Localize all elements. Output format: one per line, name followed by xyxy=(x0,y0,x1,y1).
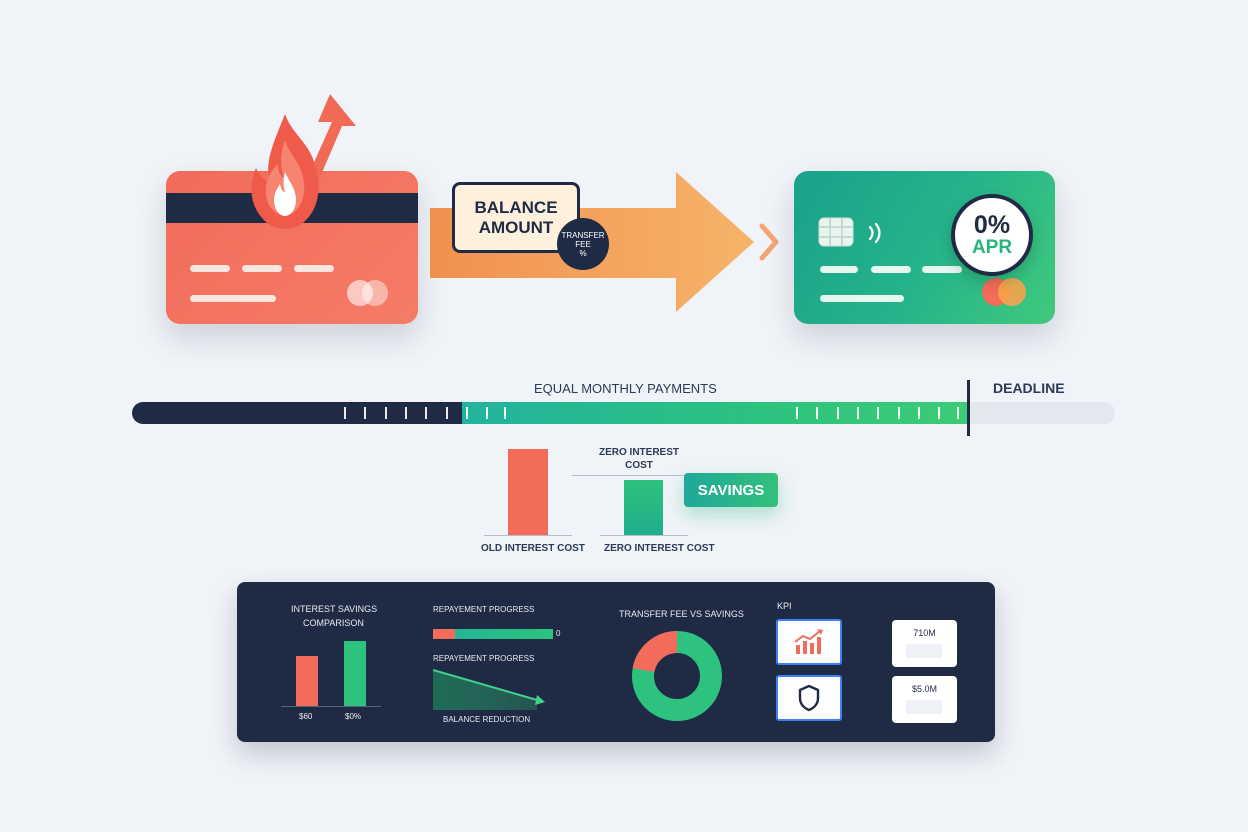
zero-interest-bar xyxy=(624,480,663,535)
summary-dashboard: INTEREST SAVINGS COMPARISON $60 $0% REPA… xyxy=(237,582,995,742)
card-number-line xyxy=(922,266,962,273)
kpi-value-tile-2: $5.0M xyxy=(892,676,957,723)
timeline-tick xyxy=(938,407,940,419)
kpi-value-1: 710M xyxy=(913,628,936,638)
timeline-tick xyxy=(504,407,506,419)
zero-interest-top-label-line1: ZERO INTEREST xyxy=(599,447,680,458)
timeline-tick xyxy=(898,407,900,419)
apr-label: APR xyxy=(971,236,1013,258)
card-number-line xyxy=(294,265,334,272)
card-number-line xyxy=(820,266,858,273)
old-bar-baseline xyxy=(484,535,572,536)
deadline-marker xyxy=(967,380,970,436)
bar-chart-up-icon xyxy=(794,629,823,654)
timeline-tick xyxy=(405,407,407,419)
deadline-label: DEADLINE xyxy=(993,380,1065,396)
repayment-progress-title: REPAYEMENT PROGRESS xyxy=(433,605,535,614)
zero-bar-baseline xyxy=(600,535,688,536)
contactless-icon xyxy=(868,222,881,244)
card-number-line xyxy=(242,265,282,272)
shield-icon xyxy=(798,684,820,712)
timeline-tick xyxy=(385,407,387,419)
timeline-tick xyxy=(344,407,346,419)
kpi-value-placeholder-bar xyxy=(906,700,942,714)
old-interest-label: OLD INTEREST COST xyxy=(481,543,585,554)
savings-value-new: $0% xyxy=(345,712,362,721)
timeline-tick xyxy=(816,407,818,419)
timeline-tick xyxy=(425,407,427,419)
fee-label-line2: FEE xyxy=(575,239,591,249)
transfer-fee-badge: TRANSFER FEE % xyxy=(557,218,609,270)
timeline-tick xyxy=(796,407,798,419)
timeline-tick xyxy=(486,407,488,419)
timeline-tick xyxy=(364,407,366,419)
zero-interest-top-label-line2: COST xyxy=(625,460,653,471)
fee-vs-savings-title: TRANSFER FEE VS SAVINGS xyxy=(619,609,744,619)
timeline-tick xyxy=(918,407,920,419)
kpi-security-tile[interactable] xyxy=(776,675,842,721)
kpi-growth-tile[interactable] xyxy=(776,619,842,665)
timeline-label: EQUAL MONTHLY PAYMENTS xyxy=(534,381,717,396)
timeline-after-deadline-segment xyxy=(968,402,1115,424)
zero-interest-reference-line xyxy=(572,475,684,476)
savings-bar-old xyxy=(296,656,318,706)
card-network-logo-icon xyxy=(347,280,388,306)
fee-vs-savings-donut xyxy=(632,630,722,721)
savings-comparison-title-line2: COMPARISON xyxy=(303,618,364,628)
balance-reduction-label: BALANCE REDUCTION xyxy=(443,715,531,724)
card-network-logo-icon xyxy=(982,278,1026,306)
timeline-tick xyxy=(877,407,879,419)
apr-percent: 0% xyxy=(973,210,1011,239)
card-name-line xyxy=(820,295,904,302)
timeline-tick xyxy=(857,407,859,419)
fee-label-line3: % xyxy=(579,248,587,258)
repayment-progress-fill xyxy=(433,629,455,639)
savings-comparison-title-line1: INTEREST SAVINGS xyxy=(291,604,378,614)
timeline-promo-segment xyxy=(462,402,968,424)
kpi-value-2: $5.0M xyxy=(911,684,937,694)
savings-chart-baseline xyxy=(281,706,381,707)
repayment-progress-title-2: REPAYEMENT PROGRESS xyxy=(433,654,535,663)
card-number-line xyxy=(871,266,911,273)
repayment-progress-bar xyxy=(433,629,553,639)
kpi-value-tile-1: 710M xyxy=(892,620,957,667)
savings-value-old: $60 xyxy=(299,712,313,721)
savings-badge: SAVINGS xyxy=(684,473,778,507)
timeline-tick xyxy=(957,407,959,419)
timeline-tick xyxy=(446,407,448,419)
kpi-title: KPI xyxy=(777,601,792,611)
zero-apr-badge: 0% APR xyxy=(951,194,1033,276)
trend-up-arrow-icon xyxy=(308,94,356,182)
savings-bar-new xyxy=(344,641,366,706)
fee-label-line1: TRANSFER xyxy=(561,230,605,240)
balance-reduction-chart xyxy=(433,669,545,710)
card-number-line xyxy=(190,265,230,272)
timeline-tick xyxy=(837,407,839,419)
chevron-right-icon xyxy=(759,223,779,261)
balance-label-line2: AMOUNT xyxy=(478,217,554,237)
chip-icon xyxy=(818,217,854,247)
fire-icon xyxy=(251,114,319,229)
zero-interest-label: ZERO INTEREST COST xyxy=(604,543,715,554)
kpi-value-placeholder-bar xyxy=(906,644,942,658)
card-name-line xyxy=(190,295,276,302)
timeline-tick xyxy=(466,407,468,419)
repayment-progress-value: 0 xyxy=(556,629,561,638)
old-interest-bar xyxy=(508,449,548,535)
timeline-elapsed-segment xyxy=(132,402,472,424)
balance-label-line1: BALANCE xyxy=(474,197,558,217)
